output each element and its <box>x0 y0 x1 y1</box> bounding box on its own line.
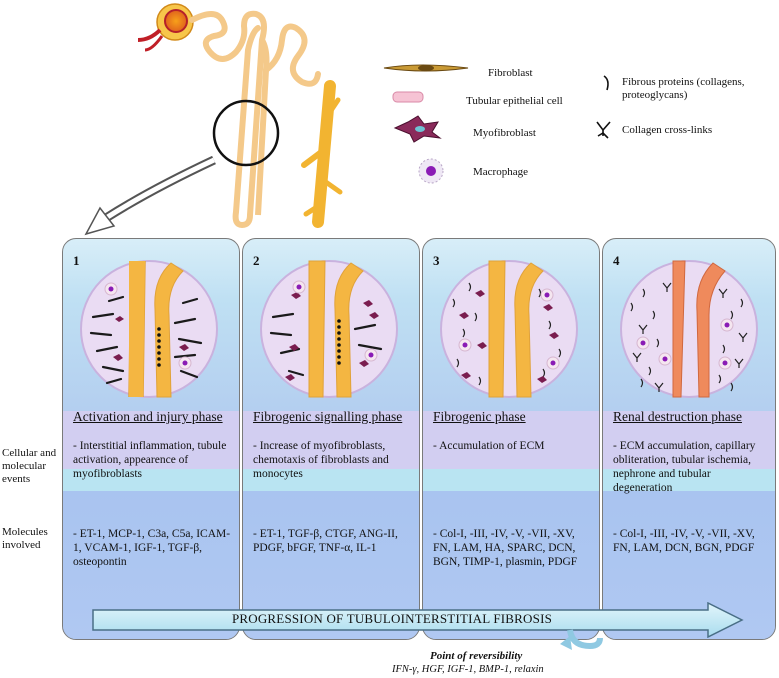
glomerulus <box>164 9 188 33</box>
collagen-crosslink-legend-icon <box>596 121 611 139</box>
phase-panel-1: 1 Activation and injury phase - Intersti… <box>62 238 240 640</box>
legend-collagen-crosslinks: Collagen cross-links <box>622 124 713 136</box>
phase-title: Renal destruction phase <box>613 409 742 424</box>
phase-molecules: - ET-1, TGF-β, CTGF, ANG-II, PDGF, bFGF,… <box>253 528 398 554</box>
panel-number: 4 <box>613 253 620 268</box>
phase-title: Activation and injury phase <box>73 409 223 424</box>
tubular-cell-legend-icon <box>392 91 424 103</box>
macrophage-legend-icon <box>418 158 444 184</box>
panel-number: 1 <box>73 253 80 268</box>
tissue-circle-3 <box>440 260 578 398</box>
reversibility-factors: IFN-γ, HGF, IGF-1, BMP-1, relaxin <box>392 664 544 675</box>
progression-label: PROGRESSION OF TUBULOINTERSTITIAL FIBROS… <box>231 611 553 626</box>
tissue-circle-2 <box>260 260 398 398</box>
myofibroblast-legend-icon <box>393 115 442 143</box>
row-label-events: Cellular and molecular events <box>2 447 57 485</box>
fibrous-protein-legend-icon <box>603 75 609 91</box>
legend-fibrous-proteins: Fibrous proteins (collagens, proteoglyca… <box>622 76 745 101</box>
tissue-circle-1 <box>80 260 218 398</box>
phase-title: Fibrogenic phase <box>433 409 526 424</box>
phase-molecules: - ET-1, MCP-1, C3a, C5a, ICAM-1, VCAM-1,… <box>73 528 231 568</box>
legend-macrophage: Macrophage <box>473 166 528 178</box>
nephron-illustration <box>84 3 611 236</box>
distal-tubule <box>263 23 321 87</box>
fibroblast-legend-icon <box>383 64 469 72</box>
zoom-arrow-head <box>84 206 116 236</box>
row-label-molecules: Molecules involved <box>2 526 48 551</box>
legend-fibroblast: Fibroblast <box>488 67 533 79</box>
collecting-duct <box>312 80 336 228</box>
phase-events: - Accumulation of ECM <box>433 440 545 452</box>
zoom-circle <box>212 99 280 167</box>
phase-panel-2: 2 Fibrogenic signalling phase - Increase… <box>242 238 420 640</box>
proximal-tubule <box>189 10 267 229</box>
reversibility-title: Point of reversibility <box>430 650 523 662</box>
phase-title: Fibrogenic signalling phase <box>253 409 403 424</box>
panel-number: 3 <box>433 253 440 268</box>
phase-events: - ECM accumulation, capillary obliterati… <box>613 440 756 494</box>
progression-arrow <box>92 602 744 638</box>
phase-events: - Interstitial inflammation, tubule acti… <box>73 440 227 480</box>
legend-tubular-cell: Tubular epithelial cell <box>466 95 563 107</box>
legend-myofibroblast: Myofibroblast <box>473 127 536 139</box>
phase-molecules: - Col-I, -III, -IV, -V, -VII, -XV, FN, L… <box>613 528 755 554</box>
reversibility-arrow <box>560 629 603 650</box>
tissue-circle-4 <box>620 260 758 398</box>
phase-panel-3: 3 Fibrogenic phase - Accumulation of ECM… <box>422 238 600 640</box>
panel-number: 2 <box>253 253 260 268</box>
phase-panel-4: 4 Renal destruction phase - ECM accumula… <box>602 238 776 640</box>
phase-events: - Increase of myofibroblasts, chemotaxis… <box>253 440 389 480</box>
phase-molecules: - Col-I, -III, -IV, -V, -VII, -XV, FN, L… <box>433 528 578 568</box>
